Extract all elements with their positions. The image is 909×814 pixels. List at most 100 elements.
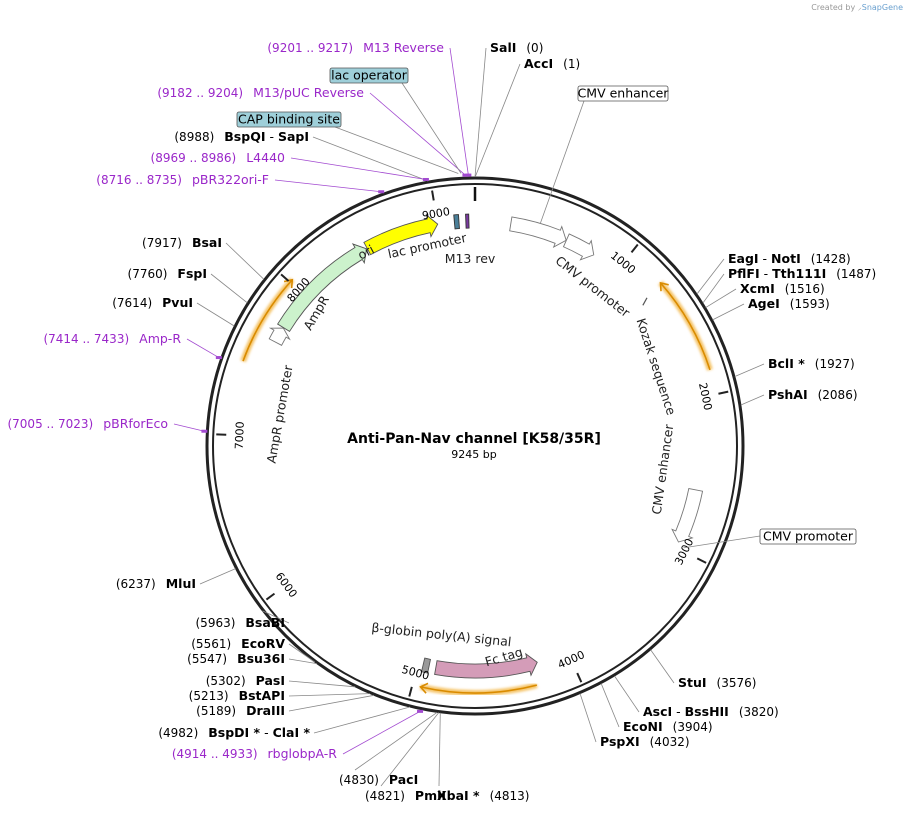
primer-amp-r: (7414 .. 7433)Amp-R bbox=[43, 331, 181, 346]
primer-range: (9201 .. 9217) bbox=[267, 41, 353, 55]
feature-cmv-promoter bbox=[562, 233, 595, 261]
site-pos: (5547) bbox=[187, 652, 227, 666]
site-sep: - bbox=[672, 704, 684, 719]
leader-line bbox=[288, 693, 370, 697]
leader-line bbox=[274, 179, 382, 193]
site-fspi: (7760)FspI bbox=[128, 266, 207, 281]
tick-mark bbox=[431, 190, 435, 201]
primer-m13-reverse: (9201 .. 9217)M13 Reverse bbox=[267, 40, 444, 55]
site-bspqi: (8988)BspQI - SapI bbox=[174, 129, 309, 144]
tick-label: 2000 bbox=[696, 382, 715, 412]
site-draiii: (5189)DraIII bbox=[196, 703, 285, 718]
site-name: EagI bbox=[728, 251, 759, 266]
site-name: AscI bbox=[643, 704, 672, 719]
site-pos: (1428) bbox=[811, 252, 851, 266]
leader-line-group bbox=[173, 47, 765, 787]
leader-line bbox=[186, 338, 220, 358]
tick-label: 4000 bbox=[556, 648, 587, 671]
primer-marker bbox=[417, 709, 424, 713]
site-bcli: BclI *(1927) bbox=[768, 356, 855, 371]
feature-cmv-enhancer bbox=[671, 487, 704, 543]
leader-line bbox=[600, 683, 620, 728]
primer-name: L4440 bbox=[246, 150, 285, 165]
plasmid-size: 9245 bp bbox=[451, 448, 496, 461]
site-pos: (3904) bbox=[673, 720, 713, 734]
site-name: BclI * bbox=[768, 356, 805, 371]
tick-label: 7000 bbox=[233, 421, 247, 450]
tick-label: 3000 bbox=[672, 536, 696, 567]
primer-marker bbox=[422, 177, 429, 181]
site-pos: (8988) bbox=[174, 130, 214, 144]
site-name: SalI bbox=[490, 40, 516, 55]
site-pos: (7614) bbox=[112, 296, 152, 310]
primer-marker bbox=[201, 429, 208, 433]
site-name: NotI bbox=[771, 251, 801, 266]
tick-mark bbox=[630, 243, 639, 253]
primer-l4440: (8969 .. 8986) L4440 bbox=[151, 150, 286, 165]
leader-line bbox=[539, 100, 585, 224]
leader-line bbox=[702, 273, 725, 304]
site-pos: (6237) bbox=[116, 577, 156, 591]
plasmid-name: Anti-Pan-Nav channel [K58/35R] bbox=[347, 431, 601, 447]
credit-brand: SnapGene bbox=[861, 3, 903, 12]
orf-group bbox=[240, 277, 713, 696]
leader-line bbox=[288, 658, 317, 665]
tick-mark bbox=[718, 390, 729, 395]
site-name: BspQI bbox=[224, 129, 265, 144]
site-name: PshAI bbox=[768, 387, 808, 402]
feature-cmv-enhancer bbox=[509, 216, 567, 248]
feature-group bbox=[268, 213, 704, 679]
site-name: BspDI * bbox=[208, 725, 260, 740]
site-stui: StuI(3576) bbox=[678, 675, 756, 690]
leader-line bbox=[196, 302, 235, 327]
leader-line bbox=[683, 535, 761, 549]
orf-arc bbox=[242, 279, 293, 362]
primer-name: M13/pUC Reverse bbox=[253, 85, 364, 100]
site-pmli: (4821)PmlI bbox=[365, 788, 446, 803]
leader-line bbox=[438, 712, 441, 787]
site-sep: - bbox=[260, 725, 272, 740]
feature-ampr bbox=[277, 243, 368, 333]
site-pos: (7917) bbox=[142, 236, 182, 250]
leader-line bbox=[288, 643, 316, 663]
site-pshai: PshAI(2086) bbox=[768, 387, 858, 402]
site-xbai: XbaI *(4813) bbox=[437, 788, 529, 803]
feature-lac-promoter bbox=[453, 214, 460, 230]
primer-range: (7414 .. 7433) bbox=[43, 332, 129, 346]
site-name: SapI bbox=[278, 129, 309, 144]
site-paci: (4830)PacI bbox=[339, 772, 418, 787]
site-name: BsaI bbox=[192, 235, 222, 250]
feature-label-ori: ori bbox=[355, 242, 376, 263]
site-name: ClaI * bbox=[273, 725, 311, 740]
primer-pbrforeco: (7005 .. 7023)pBRforEco bbox=[7, 416, 168, 431]
site-eagi: EagI - NotI(1428) bbox=[728, 251, 851, 266]
primer-name: pBRforEco bbox=[103, 416, 168, 431]
orf-arc bbox=[420, 684, 538, 694]
orf-arrowhead bbox=[283, 278, 294, 289]
leader-line bbox=[173, 423, 205, 432]
site-pvui: (7614)PvuI bbox=[112, 295, 193, 310]
site-name: DraIII bbox=[246, 703, 285, 718]
snapgene-logo-icon: ⸝ bbox=[857, 3, 862, 12]
leader-line bbox=[290, 157, 426, 180]
box-cap-binding-site bbox=[236, 111, 342, 128]
site-name: PmlI bbox=[415, 788, 446, 803]
site-pflfi: PflFI - Tth111I(1487) bbox=[728, 266, 876, 281]
tick-label: 9000 bbox=[421, 205, 451, 222]
primer-range: (8969 .. 8986) bbox=[151, 151, 237, 165]
backbone-group bbox=[205, 176, 745, 716]
site-pasi: (5302)PasI bbox=[206, 673, 285, 688]
leader-line bbox=[354, 712, 438, 771]
primer-name: pBR322ori-F bbox=[192, 172, 269, 187]
feature-ori bbox=[363, 213, 439, 256]
leader-line bbox=[342, 711, 421, 755]
site-bsabi: (5963)BsaBI bbox=[196, 615, 286, 630]
primer-range: (9182 .. 9204) bbox=[157, 86, 243, 100]
feature-label-kozak-sequence: Kozak sequence bbox=[634, 316, 680, 417]
orf-arc bbox=[659, 282, 711, 371]
orf-arrowhead bbox=[419, 682, 429, 694]
orf-arrowhead bbox=[659, 281, 669, 292]
site-name: FspI bbox=[177, 266, 207, 281]
feature-label-ampr-promoter: AmpR promoter bbox=[264, 363, 296, 464]
